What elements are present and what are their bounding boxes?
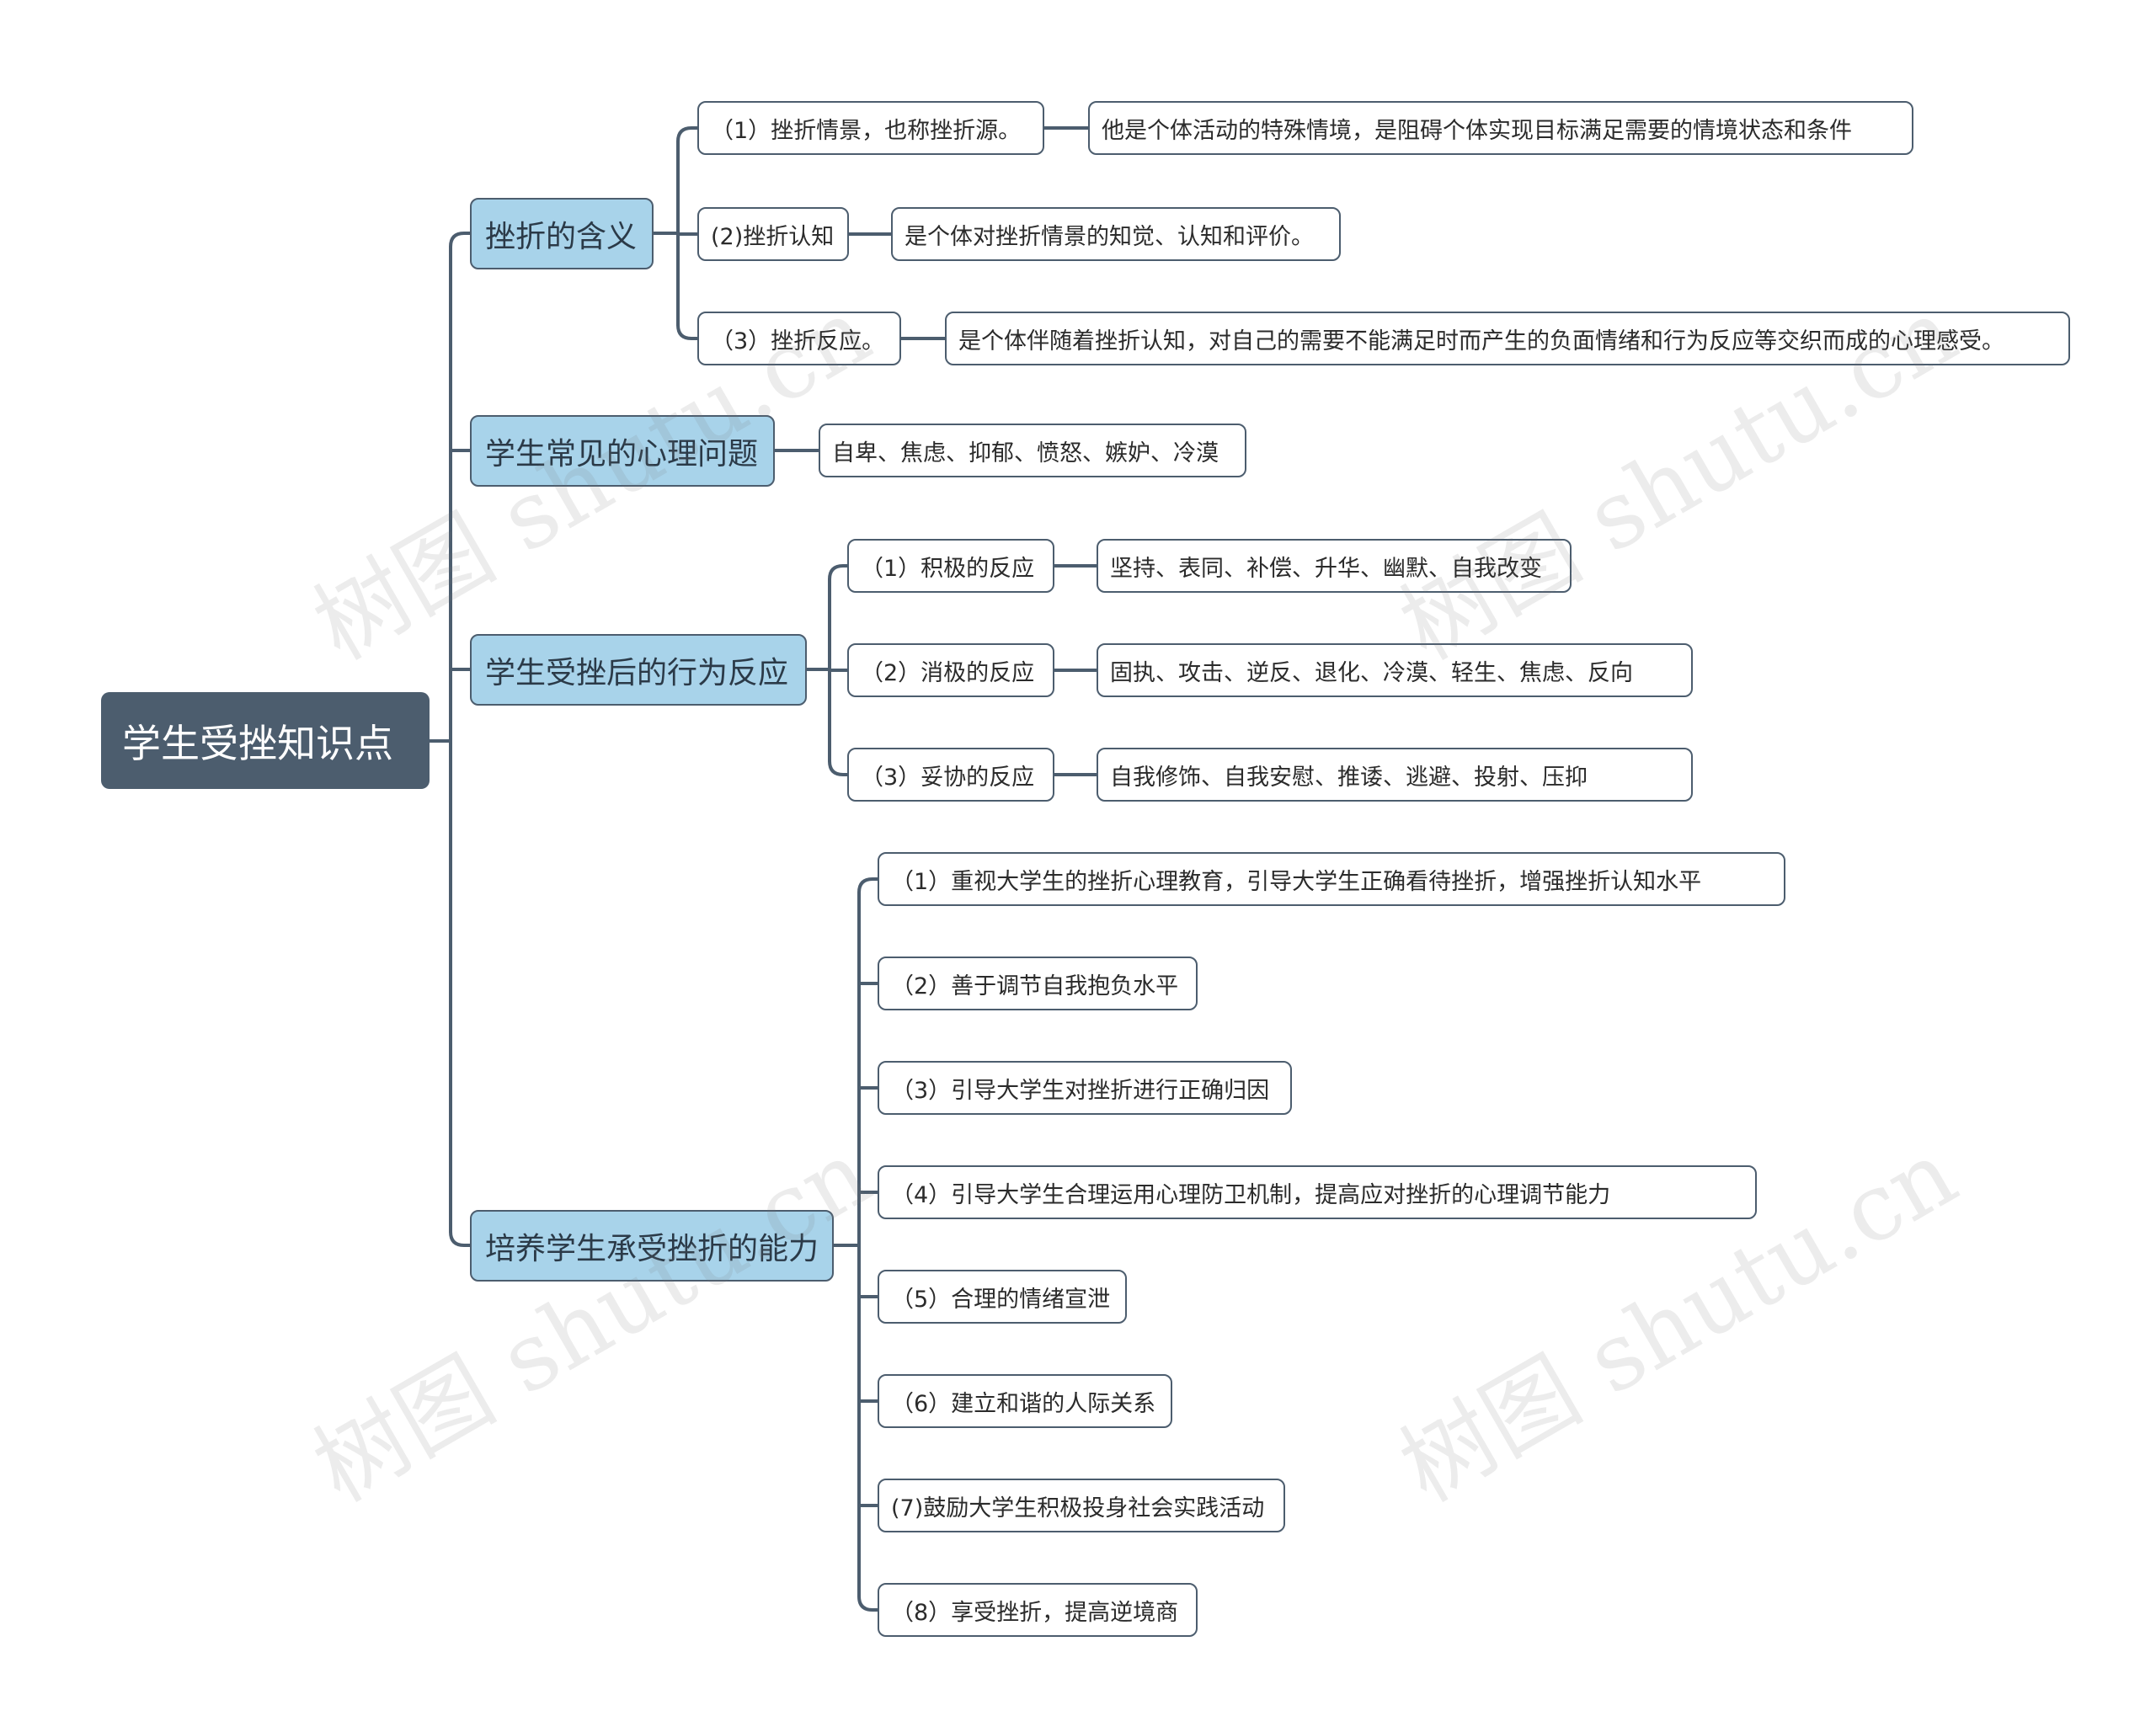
subtopic-tolerance-6[interactable]: （6）建立和谐的人际关系 (878, 1374, 1172, 1428)
detail-negative-reaction[interactable]: 固执、攻击、逆反、退化、冷漠、轻生、焦虑、反向 (1097, 643, 1693, 697)
subtopic-tolerance-4[interactable]: （4）引导大学生合理运用心理防卫机制，提高应对挫折的心理调节能力 (878, 1165, 1757, 1219)
subtopic-tolerance-3[interactable]: （3）引导大学生对挫折进行正确归因 (878, 1061, 1292, 1115)
subtopic-label: （6）建立和谐的人际关系 (891, 1390, 1156, 1417)
subtopic-label: (7)鼓励大学生积极投身社会实践活动 (891, 1495, 1265, 1521)
detail-frustration-situation[interactable]: 他是个体活动的特殊情境，是阻碍个体实现目标满足需要的情境状态和条件 (1088, 101, 1913, 155)
branch-common-psych-problems[interactable]: 学生常见的心理问题 (470, 415, 775, 487)
detail-frustration-response[interactable]: 是个体伴随着挫折认知，对自己的需要不能满足时而产生的负面情绪和行为反应等交织而成… (945, 312, 2070, 365)
connector-line (828, 564, 849, 581)
subtopic-label: (2)挫折认知 (711, 223, 835, 250)
subtopic-tolerance-1[interactable]: （1）重视大学生的挫折心理教育，引导大学生正确看待挫折，增强挫折认知水平 (878, 852, 1785, 906)
detail-label: 他是个体活动的特殊情境，是阻碍个体实现目标满足需要的情境状态和条件 (1102, 117, 1852, 144)
branch-label: 挫折的含义 (485, 219, 638, 254)
connector-line (857, 1595, 879, 1612)
subtopic-negative-reaction[interactable]: （2）消极的反应 (847, 643, 1054, 697)
detail-label: 是个体对挫折情景的知觉、认知和评价。 (905, 223, 1314, 250)
branch-label: 学生常见的心理问题 (485, 436, 759, 472)
root-topic[interactable]: 学生受挫知识点 (101, 692, 430, 789)
subtopic-label: （3）引导大学生对挫折进行正确归因 (891, 1077, 1270, 1104)
subtopic-compromise-reaction[interactable]: （3）妥协的反应 (847, 748, 1054, 802)
subtopic-label: （1）积极的反应 (861, 555, 1035, 582)
root-topic-label: 学生受挫知识点 (122, 720, 393, 766)
subtopic-frustration-cognition[interactable]: (2)挫折认知 (697, 207, 849, 261)
branch-label: 学生受挫后的行为反应 (485, 655, 789, 690)
branch-build-frustration-tolerance[interactable]: 培养学生承受挫折的能力 (470, 1210, 834, 1282)
detail-label: 是个体伴随着挫折认知，对自己的需要不能满足时而产生的负面情绪和行为反应等交织而成… (958, 328, 2004, 354)
detail-label: 自卑、焦虑、抑郁、愤怒、嫉妒、冷漠 (832, 440, 1219, 466)
subtopic-label: （4）引导大学生合理运用心理防卫机制，提高应对挫折的心理调节能力 (891, 1181, 1611, 1208)
branch-label: 培养学生承受挫折的能力 (485, 1231, 819, 1266)
detail-frustration-cognition[interactable]: 是个体对挫折情景的知觉、认知和评价。 (891, 207, 1341, 261)
connector-line (676, 126, 699, 143)
subtopic-tolerance-2[interactable]: （2）善于调节自我抱负水平 (878, 957, 1198, 1010)
subtopic-tolerance-5[interactable]: （5）合理的情绪宣泄 (878, 1270, 1127, 1324)
detail-compromise-reaction[interactable]: 自我修饰、自我安慰、推诿、逃避、投射、压抑 (1097, 748, 1693, 802)
connector-line (449, 232, 472, 248)
detail-label: 自我修饰、自我安慰、推诿、逃避、投射、压抑 (1110, 764, 1588, 791)
branch-behavior-reactions[interactable]: 学生受挫后的行为反应 (470, 634, 807, 706)
connector-line (828, 759, 849, 776)
detail-label: 坚持、表同、补偿、升华、幽默、自我改变 (1110, 555, 1542, 582)
subtopic-label: （5）合理的情绪宣泄 (891, 1286, 1111, 1313)
subtopic-label: （3）妥协的反应 (861, 764, 1035, 791)
connector-line (449, 1230, 472, 1247)
connector-line (676, 323, 699, 340)
subtopic-label: （1）挫折情景，也称挫折源。 (711, 117, 1022, 144)
subtopic-label: （1）重视大学生的挫折心理教育，引导大学生正确看待挫折，增强挫折认知水平 (891, 868, 1702, 895)
detail-label: 固执、攻击、逆反、退化、冷漠、轻生、焦虑、反向 (1110, 659, 1633, 686)
subtopic-frustration-response[interactable]: （3）挫折反应。 (697, 312, 901, 365)
subtopic-label: （8）享受挫折，提高逆境商 (891, 1599, 1179, 1626)
subtopic-label: （2）消极的反应 (861, 659, 1035, 686)
connector-line (857, 877, 879, 894)
subtopic-tolerance-7[interactable]: (7)鼓励大学生积极投身社会实践活动 (878, 1479, 1285, 1532)
detail-positive-reaction[interactable]: 坚持、表同、补偿、升华、幽默、自我改变 (1097, 539, 1572, 593)
subtopic-label: （3）挫折反应。 (711, 328, 885, 354)
subtopic-frustration-situation[interactable]: （1）挫折情景，也称挫折源。 (697, 101, 1044, 155)
subtopic-label: （2）善于调节自我抱负水平 (891, 973, 1179, 999)
subtopic-tolerance-8[interactable]: （8）享受挫折，提高逆境商 (878, 1583, 1198, 1637)
detail-common-psych-problems[interactable]: 自卑、焦虑、抑郁、愤怒、嫉妒、冷漠 (819, 424, 1246, 477)
branch-frustration-meaning[interactable]: 挫折的含义 (470, 198, 654, 269)
subtopic-positive-reaction[interactable]: （1）积极的反应 (847, 539, 1054, 593)
